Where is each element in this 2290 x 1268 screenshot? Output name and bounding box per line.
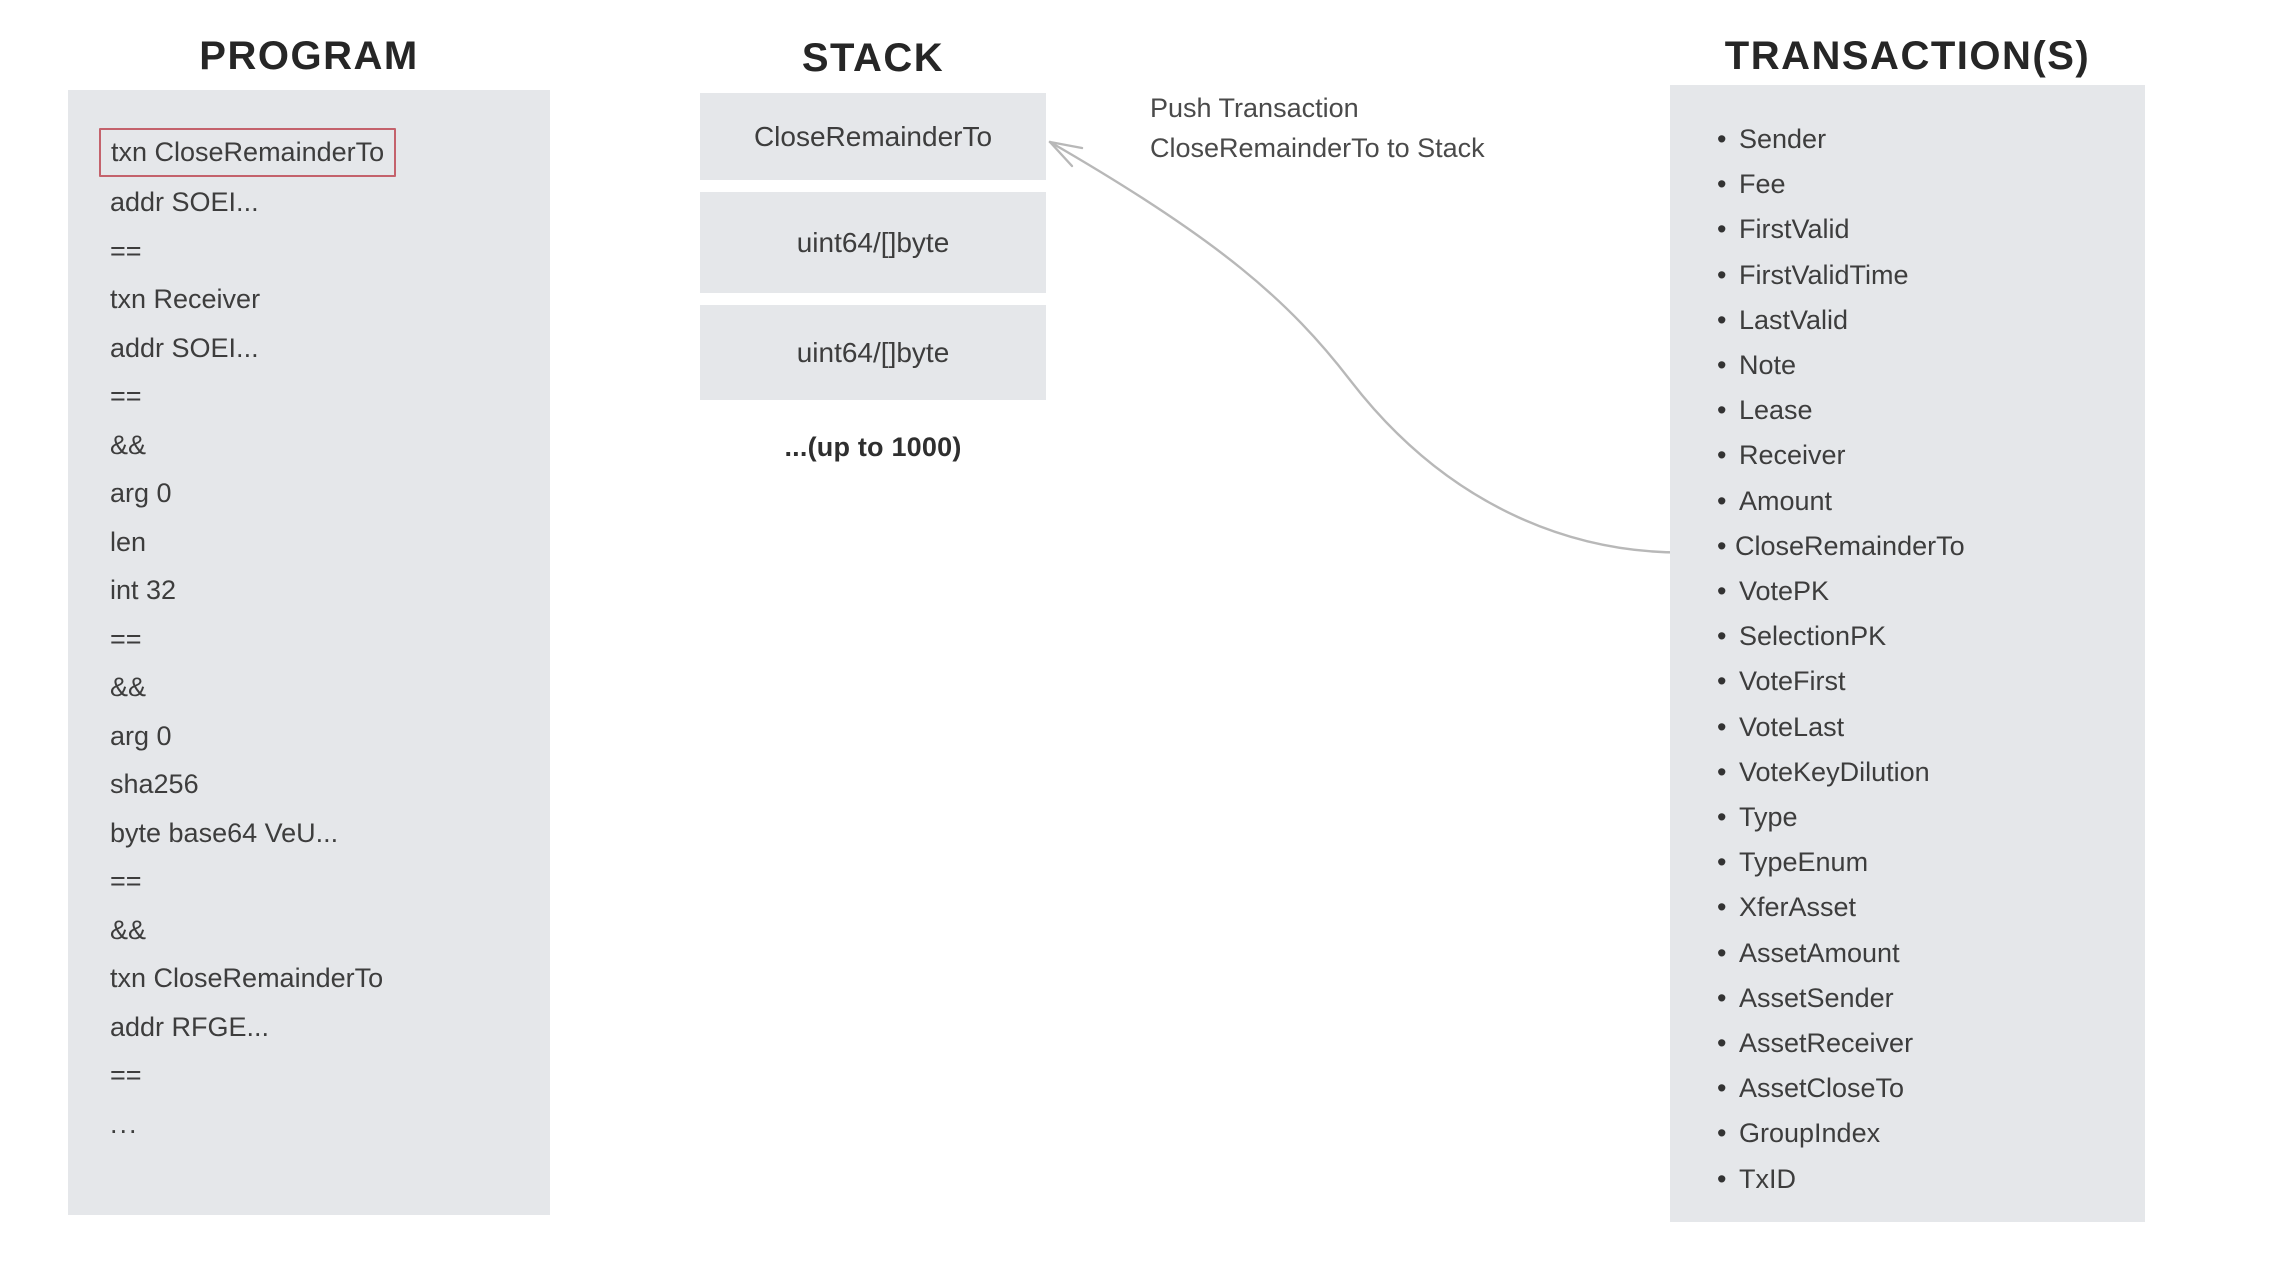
program-line: sha256 [110,769,199,799]
transaction-field: Type [1717,795,2133,840]
stack-slot: uint64/[]byte [700,305,1046,400]
transaction-field: AssetSender [1717,976,2133,1021]
program-line: len [110,526,147,557]
program-line: ... [110,1108,139,1139]
program-column-heading: PROGRAM [199,34,419,78]
program-line: txn CloseRemainderTo [110,963,384,993]
transaction-field: VoteFirst [1717,659,2133,704]
program-line: == [110,381,142,411]
program-line: addr RFGE... [110,1011,270,1042]
transaction-field: VotePK [1717,569,2133,614]
transaction-field: AssetAmount [1717,931,2133,976]
stack-slot-label: uint64/[]byte [796,226,950,258]
program-line: addr SOEI... [110,332,259,363]
program-line: == [110,1060,142,1090]
program-panel: txn CloseRemainderTo addr SOEI... == txn Re… [68,90,550,1215]
curved-arrow-transaction-to-stack [1048,140,1704,554]
transaction-field: Sender [1717,117,2133,162]
stack-slot-label: CloseRemainderTo [753,120,993,152]
push-annotation-line-1: Push Transaction [1150,93,1359,123]
transaction-field: FirstValidTime [1717,253,2133,298]
transaction-field: Note [1717,343,2133,388]
program-line: == [110,866,142,896]
push-annotation-line-2: CloseRemainderTo to Stack [1150,133,1485,163]
transaction-field-list: SenderFeeFirstValidFirstValidTimeLastVal… [1717,117,2133,1202]
program-line: arg 0 [110,720,172,751]
transaction-field: VoteKeyDilution [1717,750,2133,795]
push-annotation: Push Transaction CloseRemainderTo to Sta… [1150,88,1485,168]
program-line: && [110,429,147,460]
transaction-field: SelectionPK [1717,614,2133,659]
program-line: == [110,623,142,654]
transaction-field: GroupIndex [1717,1111,2133,1156]
transaction-field: FirstValid [1717,207,2133,252]
program-line-highlighted: txn CloseRemainderTo [99,128,397,177]
transactions-panel: SenderFeeFirstValidFirstValidTimeLastVal… [1670,85,2145,1222]
stack-overflow-caption: ...(up to 1000) [784,432,962,462]
program-line: && [110,672,147,702]
transaction-field: AssetReceiver [1717,1021,2133,1066]
transaction-field: Amount [1717,479,2133,524]
transaction-field: XferAsset [1717,885,2133,930]
program-line: == [110,235,142,266]
transaction-field: TypeEnum [1717,840,2133,885]
program-line: addr SOEI... [110,187,259,217]
transactions-column-heading: TRANSACTION(S) [1724,34,2091,78]
transaction-field: CloseRemainderTo [1717,524,2133,569]
program-line: int 32 [110,575,177,605]
program-line: txn CloseRemainderTo [99,127,536,178]
transaction-field: LastValid [1717,298,2133,343]
transaction-field: VoteLast [1717,705,2133,750]
program-line: txn Receiver [110,284,261,314]
transaction-field: Fee [1717,162,2133,207]
transaction-field: AssetCloseTo [1717,1066,2133,1111]
program-line: byte base64 VeU... [110,817,339,848]
stack-slot: uint64/[]byte [700,192,1046,293]
program-line: arg 0 [110,478,172,508]
program-line: && [110,914,147,945]
stack-slot-label: uint64/[]byte [796,336,950,368]
transaction-field: TxID [1717,1157,2133,1202]
transaction-field: Lease [1717,388,2133,433]
stack-slot: CloseRemainderTo [700,93,1046,180]
transaction-field: Receiver [1717,433,2133,478]
program-instruction-list: txn CloseRemainderTo addr SOEI... == txn Re… [99,127,536,1148]
stack-column-heading: STACK [801,36,945,80]
